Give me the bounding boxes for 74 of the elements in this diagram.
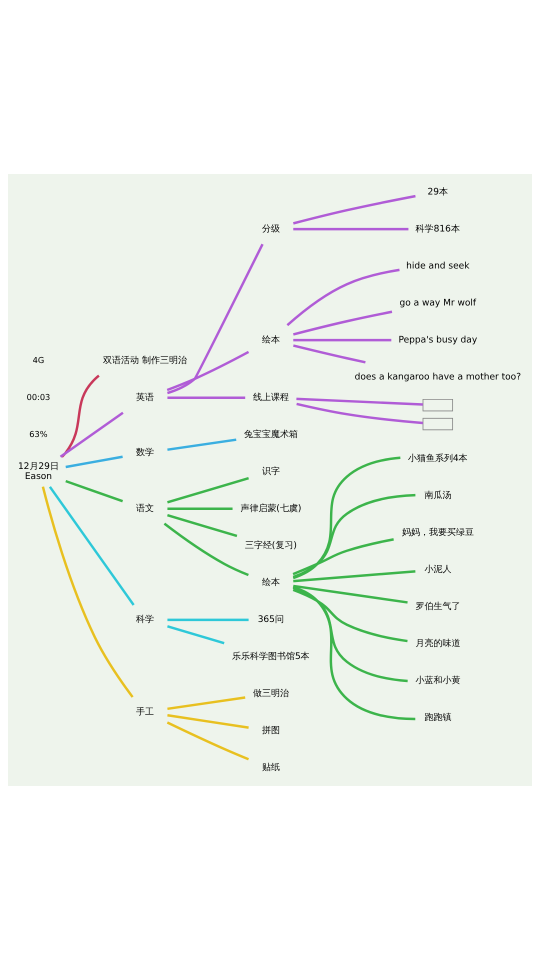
connector — [293, 584, 408, 604]
connector — [167, 396, 246, 399]
connector — [166, 350, 250, 392]
node-text: Peppa's busy day — [398, 335, 478, 346]
connector — [167, 696, 246, 710]
node-box — [422, 398, 454, 412]
connector — [167, 625, 225, 644]
connector — [292, 538, 394, 576]
connector — [293, 570, 416, 582]
connector — [66, 456, 123, 468]
node-text: 365问 — [258, 615, 284, 626]
node-text: 声律启蒙(七虞) — [240, 504, 302, 514]
node-text: 乐乐科学图书馆5本 — [232, 652, 310, 662]
connector — [296, 402, 423, 424]
connector — [42, 486, 134, 698]
node-text: 语文 — [136, 504, 154, 514]
node-box — [422, 418, 454, 430]
node-text: go a way Mr wolf — [399, 298, 476, 308]
connector — [292, 456, 400, 580]
node-text: 罗伯生气了 — [415, 602, 460, 612]
node-text: 双语活动 制作三明治 — [103, 356, 187, 366]
connector — [293, 338, 392, 342]
node-text: 12月29日 Eason — [18, 462, 59, 482]
connector — [286, 268, 400, 326]
connector — [167, 714, 249, 729]
node-text: 跑跑镇 — [424, 713, 452, 724]
label: 63% — [29, 428, 48, 439]
node-text: 识字 — [262, 467, 280, 478]
connector — [167, 244, 264, 394]
connector — [293, 194, 416, 225]
node-text: 三字经(复习) — [244, 541, 297, 552]
connector — [293, 228, 408, 230]
node-text: 绘本 — [262, 578, 280, 588]
node-text: 29本 — [428, 187, 448, 198]
label: 00:03 — [26, 392, 50, 402]
node-text: 贴纸 — [262, 763, 280, 774]
node-text: 妈妈，我要买绿豆 — [402, 528, 474, 538]
node-text: hide and seek — [406, 261, 470, 272]
connector — [48, 486, 135, 606]
connector — [167, 514, 238, 538]
connector — [293, 310, 392, 336]
connector — [166, 721, 250, 760]
node-text: 科学 — [136, 615, 154, 626]
node-text: 拼图 — [262, 726, 280, 736]
node-text: 兔宝宝魔术箱 — [244, 430, 298, 440]
connector — [164, 522, 249, 576]
connector — [292, 586, 416, 720]
node-text: 数学 — [136, 448, 154, 458]
connector — [61, 374, 100, 458]
connector — [292, 588, 408, 642]
node-text: 科学816本 — [416, 224, 460, 234]
connector — [167, 508, 233, 510]
node-text: 小蓝和小黄 — [415, 676, 460, 686]
label: 4G — [32, 354, 44, 365]
connector — [167, 618, 249, 622]
connector — [293, 344, 366, 364]
connector — [292, 586, 408, 682]
node-text: 英语 — [136, 393, 154, 404]
connector — [292, 494, 416, 578]
node-text: 月亮的味道 — [415, 638, 460, 649]
node-text: 做三明治 — [252, 689, 289, 700]
node-text: does a kangaroo have a mother too? — [354, 372, 521, 382]
node-text: 小猫鱼系列4本 — [408, 454, 468, 464]
node-text: 手工 — [136, 707, 154, 718]
node-text: 分级 — [262, 224, 280, 234]
connector — [60, 412, 124, 458]
node-text: 小泥人 — [424, 564, 452, 575]
connector — [167, 476, 249, 504]
connector — [296, 398, 423, 406]
connector — [65, 480, 124, 502]
node-text: 线上课程 — [252, 393, 289, 404]
node-text: 绘本 — [262, 335, 280, 346]
node-text: 南瓜汤 — [424, 490, 452, 501]
connector — [167, 438, 236, 451]
